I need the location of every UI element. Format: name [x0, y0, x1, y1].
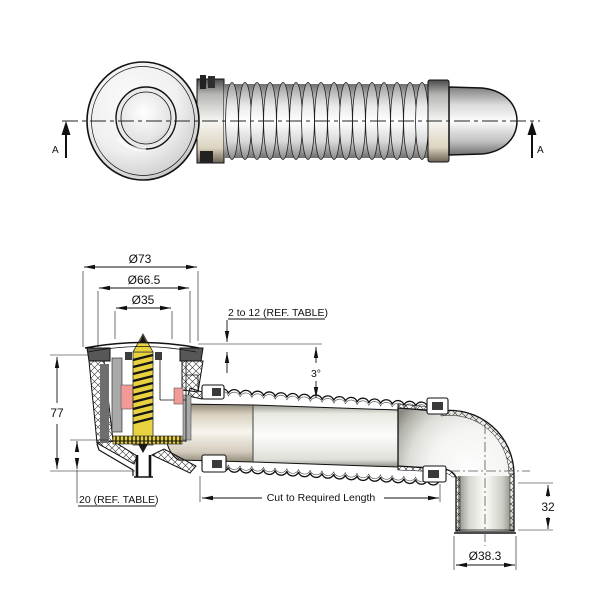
- valve-guide-right: [182, 394, 192, 441]
- dim-tail-label: 32: [541, 500, 555, 514]
- dim-height-label: 77: [50, 406, 64, 420]
- collar-clip-bottom-icon: [200, 151, 213, 163]
- collar-clip-top2-icon: [208, 76, 215, 88]
- drain-valve: [84, 333, 204, 478]
- valve-seal-left: [120, 384, 134, 410]
- dim-dia73-label: Ø73: [129, 252, 152, 266]
- dimensions: Ø73 Ø66.5 Ø35 2 to 12 (REF. TABLE) 3° 77…: [50, 252, 555, 570]
- lid-clip-right: [155, 352, 162, 360]
- valve-wall-right: [181, 360, 204, 393]
- dim-dia66-label: Ø66.5: [128, 273, 161, 287]
- valve-outlet-top: [187, 387, 203, 400]
- section-label-left: A: [52, 145, 59, 156]
- cut-pipe: [165, 403, 399, 468]
- banjo-fitting: [86, 61, 200, 181]
- dim-dia35-label: Ø35: [132, 293, 155, 307]
- sleeve-bottom-wave: [204, 465, 440, 486]
- valve-lid: [84, 341, 200, 349]
- section-view: Ø73 Ø66.5 Ø35 2 to 12 (REF. TABLE) 3° 77…: [50, 252, 555, 570]
- lid-clip-left: [125, 352, 132, 360]
- dim-spigot-label: 20 (REF. TABLE): [79, 494, 159, 506]
- section-arrowhead-icon: [527, 121, 537, 135]
- valve-cage-lines: [159, 352, 199, 442]
- collar-clip-top-icon: [200, 75, 206, 89]
- valve-liner: [100, 364, 109, 443]
- section-label-right: A: [537, 145, 544, 156]
- valve-spring: [132, 353, 154, 425]
- valve-cone-right: [150, 448, 197, 474]
- dim-angle-label: 3°: [311, 368, 321, 380]
- cut-pipe-body: [252, 404, 399, 468]
- valve-plunger-tip-top: [139, 335, 147, 343]
- dim-outlet-dia-label: Ø38.3: [469, 549, 502, 563]
- flex-hose-ridges: [225, 82, 429, 160]
- section-arrowhead-icon: [61, 121, 71, 135]
- corrugated-sleeve: [201, 384, 449, 486]
- valve-ring-teeth: [115, 436, 181, 444]
- ring-highlight: [116, 136, 147, 152]
- dim-cut-length-label: Cut to Required Length: [267, 492, 376, 504]
- valve-plunger-tip-bottom: [138, 444, 148, 453]
- section-arrow-right: A: [527, 121, 544, 158]
- valve-seal-right: [173, 387, 184, 405]
- drain-spout: [134, 455, 153, 478]
- dim-plate-thickness-label: 2 to 12 (REF. TABLE): [228, 307, 328, 319]
- section-arrow-left: A: [52, 121, 71, 158]
- elbow-tail: [458, 476, 510, 531]
- valve-guide-left: [111, 357, 123, 433]
- sleeve-top-wave: [204, 387, 440, 408]
- top-view: A A: [52, 61, 544, 181]
- elbow: [397, 403, 530, 546]
